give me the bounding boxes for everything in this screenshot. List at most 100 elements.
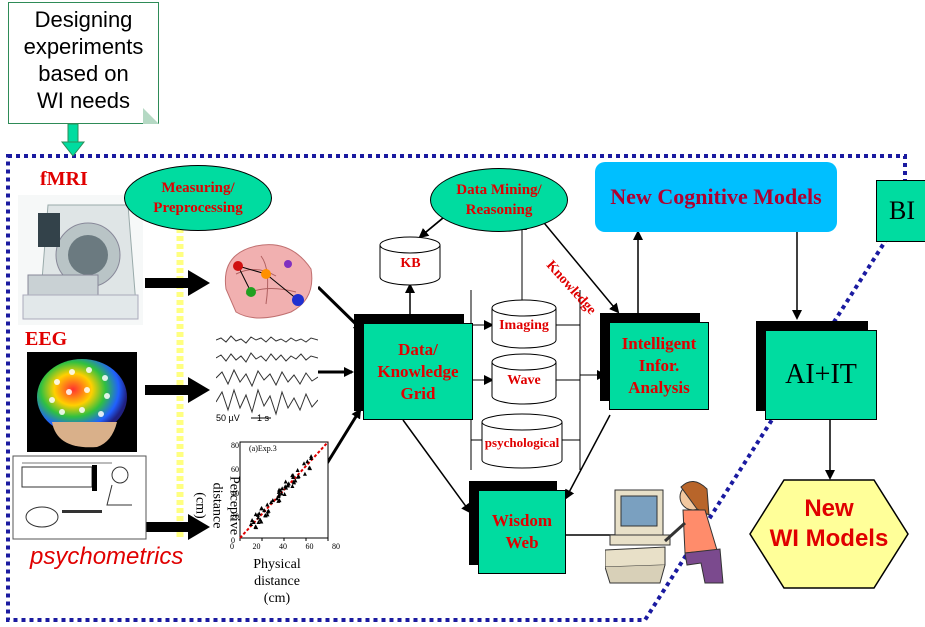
ai-it-node: AI+IT: [765, 330, 877, 420]
note-line-2: experiments: [23, 34, 144, 59]
scatter-point: [270, 498, 275, 503]
note-line-4: WI needs: [37, 88, 130, 113]
psychological-label: psychological: [484, 435, 560, 450]
scatter-point: [254, 525, 259, 530]
data-mining-line-1: Data Mining/: [456, 182, 542, 198]
plot-title: (a)Exp.3: [249, 444, 277, 453]
scatter-point: [290, 484, 295, 489]
scatter-point: [301, 461, 306, 466]
plot-y-label: Perceptive distance (cm): [192, 451, 243, 561]
scatter-point: [302, 471, 307, 476]
wisdom-line-1: Wisdom: [491, 511, 553, 530]
scatter-points: [249, 454, 314, 530]
scatter-point: [293, 478, 298, 483]
scatter-point: [265, 509, 270, 514]
scatter-point: [283, 479, 288, 484]
scatter-point: [309, 454, 314, 459]
scatter-point: [256, 519, 261, 524]
x-label-line-1: Physical: [253, 557, 301, 572]
note-down-arrow: [60, 123, 86, 157]
grid-line-1: Data/: [398, 339, 438, 359]
eeg-scale-left: 50 µV: [216, 413, 240, 423]
plot-x-ticks: 0 20 40 60 80: [230, 542, 340, 551]
psychometric-plot: [239, 441, 329, 541]
analysis-line-2: Infor.: [638, 356, 680, 375]
scatter-point: [275, 496, 280, 501]
measuring-line-2: Preprocessing: [153, 200, 243, 216]
wisdom-line-2: Web: [505, 533, 539, 552]
scatter-point: [282, 491, 287, 496]
eeg-head-image: [27, 352, 137, 452]
psychometrics-sketch: [12, 455, 147, 540]
fmri-label: fMRI: [40, 168, 88, 190]
y-tick: 60: [231, 464, 239, 474]
new-cognitive-models-node: New Cognitive Models: [595, 162, 837, 232]
scatter-point: [256, 515, 261, 520]
brain-map-image: [216, 234, 318, 326]
grid-line-2: Knowledge: [377, 361, 459, 381]
scatter-point: [258, 517, 263, 522]
y-tick: 40: [231, 488, 239, 498]
scatter-point: [262, 508, 267, 513]
design-note: Designing experiments based on WI needs: [8, 2, 159, 124]
scatter-point: [277, 487, 282, 492]
scatter-point: [265, 512, 270, 517]
wave-label: Wave: [507, 373, 541, 388]
scatter-point: [265, 502, 270, 507]
grid-line-3: Grid: [400, 383, 436, 403]
note-line-1: Designing: [34, 7, 133, 32]
wave-cylinder: [491, 353, 557, 405]
scatter-point: [295, 467, 300, 472]
eeg-scale-right: 1 s: [257, 413, 270, 423]
scatter-point: [253, 512, 258, 517]
user-computer-illustration: [605, 481, 724, 584]
y-label-line-1: Perceptive: [226, 475, 242, 536]
y-tick: 20: [231, 512, 239, 522]
kb-cylinder: [379, 236, 441, 286]
thick-arrow-psych: [145, 514, 210, 540]
scatter-point: [309, 456, 314, 461]
scatter-point: [292, 480, 297, 485]
scatter-point: [279, 491, 284, 496]
y-label-line-3: (cm): [192, 492, 208, 519]
scatter-point: [291, 474, 296, 479]
new-wi-line-1: New: [804, 495, 854, 522]
x-tick: 20: [252, 542, 261, 551]
analysis-line-3: Analysis: [628, 378, 690, 397]
data-mining-line-2: Reasoning: [465, 202, 533, 218]
thick-arrow-eeg: [145, 377, 210, 403]
x-label-line-2: distance: [254, 574, 300, 589]
note-fold-corner: [143, 108, 159, 124]
psychometrics-label: psychometrics: [30, 543, 184, 570]
measuring-preprocessing-node: Measuring/Preprocessing: [124, 165, 272, 231]
imaging-label: Imaging: [499, 318, 549, 333]
scatter-point: [295, 474, 300, 479]
x-tick: 60: [305, 542, 314, 551]
scatter-point: [307, 465, 312, 470]
thick-arrow-fmri: [145, 270, 210, 296]
new-wi-models-node: New WI Models: [748, 478, 910, 590]
scatter-point: [251, 519, 256, 524]
scatter-point: [257, 511, 262, 516]
scatter-point: [259, 506, 264, 511]
scatter-point: [285, 483, 290, 488]
x-tick: 80: [332, 542, 340, 551]
analysis-line-1: Intelligent: [621, 334, 697, 353]
hexagon-shape: [749, 479, 909, 589]
scatter-point: [277, 498, 282, 503]
y-tick: 0: [231, 536, 235, 545]
bi-label-box: BI: [876, 180, 925, 242]
y-label-line-2: distance: [209, 482, 225, 529]
plot-x-label: Physical distance (cm): [237, 556, 317, 607]
x-tick: 0: [230, 542, 234, 551]
eeg-traces-image: [216, 330, 318, 425]
fmri-scanner-image: [18, 195, 143, 325]
x-tick: 40: [279, 542, 287, 551]
scatter-point: [250, 517, 255, 522]
new-wi-line-2: WI Models: [769, 525, 889, 552]
data-mining-node: Data Mining/Reasoning: [430, 168, 568, 232]
scatter-point: [269, 500, 274, 505]
